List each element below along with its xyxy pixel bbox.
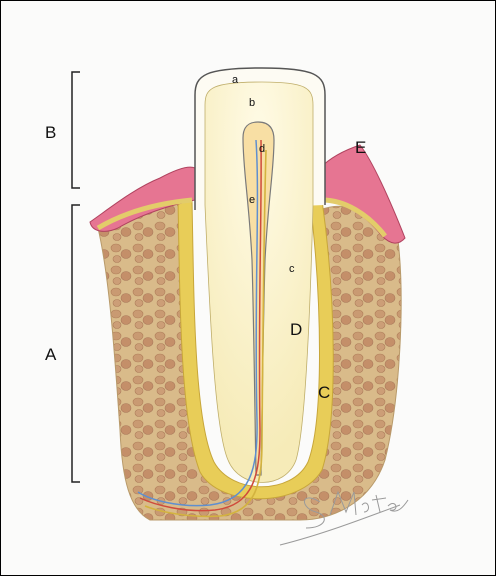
bracket-B [72, 72, 80, 188]
label-B: B [45, 123, 56, 142]
label-d: d [259, 143, 265, 155]
label-e: e [249, 194, 255, 206]
label-C: C [318, 383, 330, 402]
label-A: A [45, 345, 57, 364]
label-b: b [249, 97, 255, 109]
label-D: D [290, 320, 302, 339]
label-a: a [232, 74, 239, 86]
label-c: c [289, 263, 295, 275]
label-E: E [355, 138, 366, 157]
bracket-A [72, 205, 80, 482]
